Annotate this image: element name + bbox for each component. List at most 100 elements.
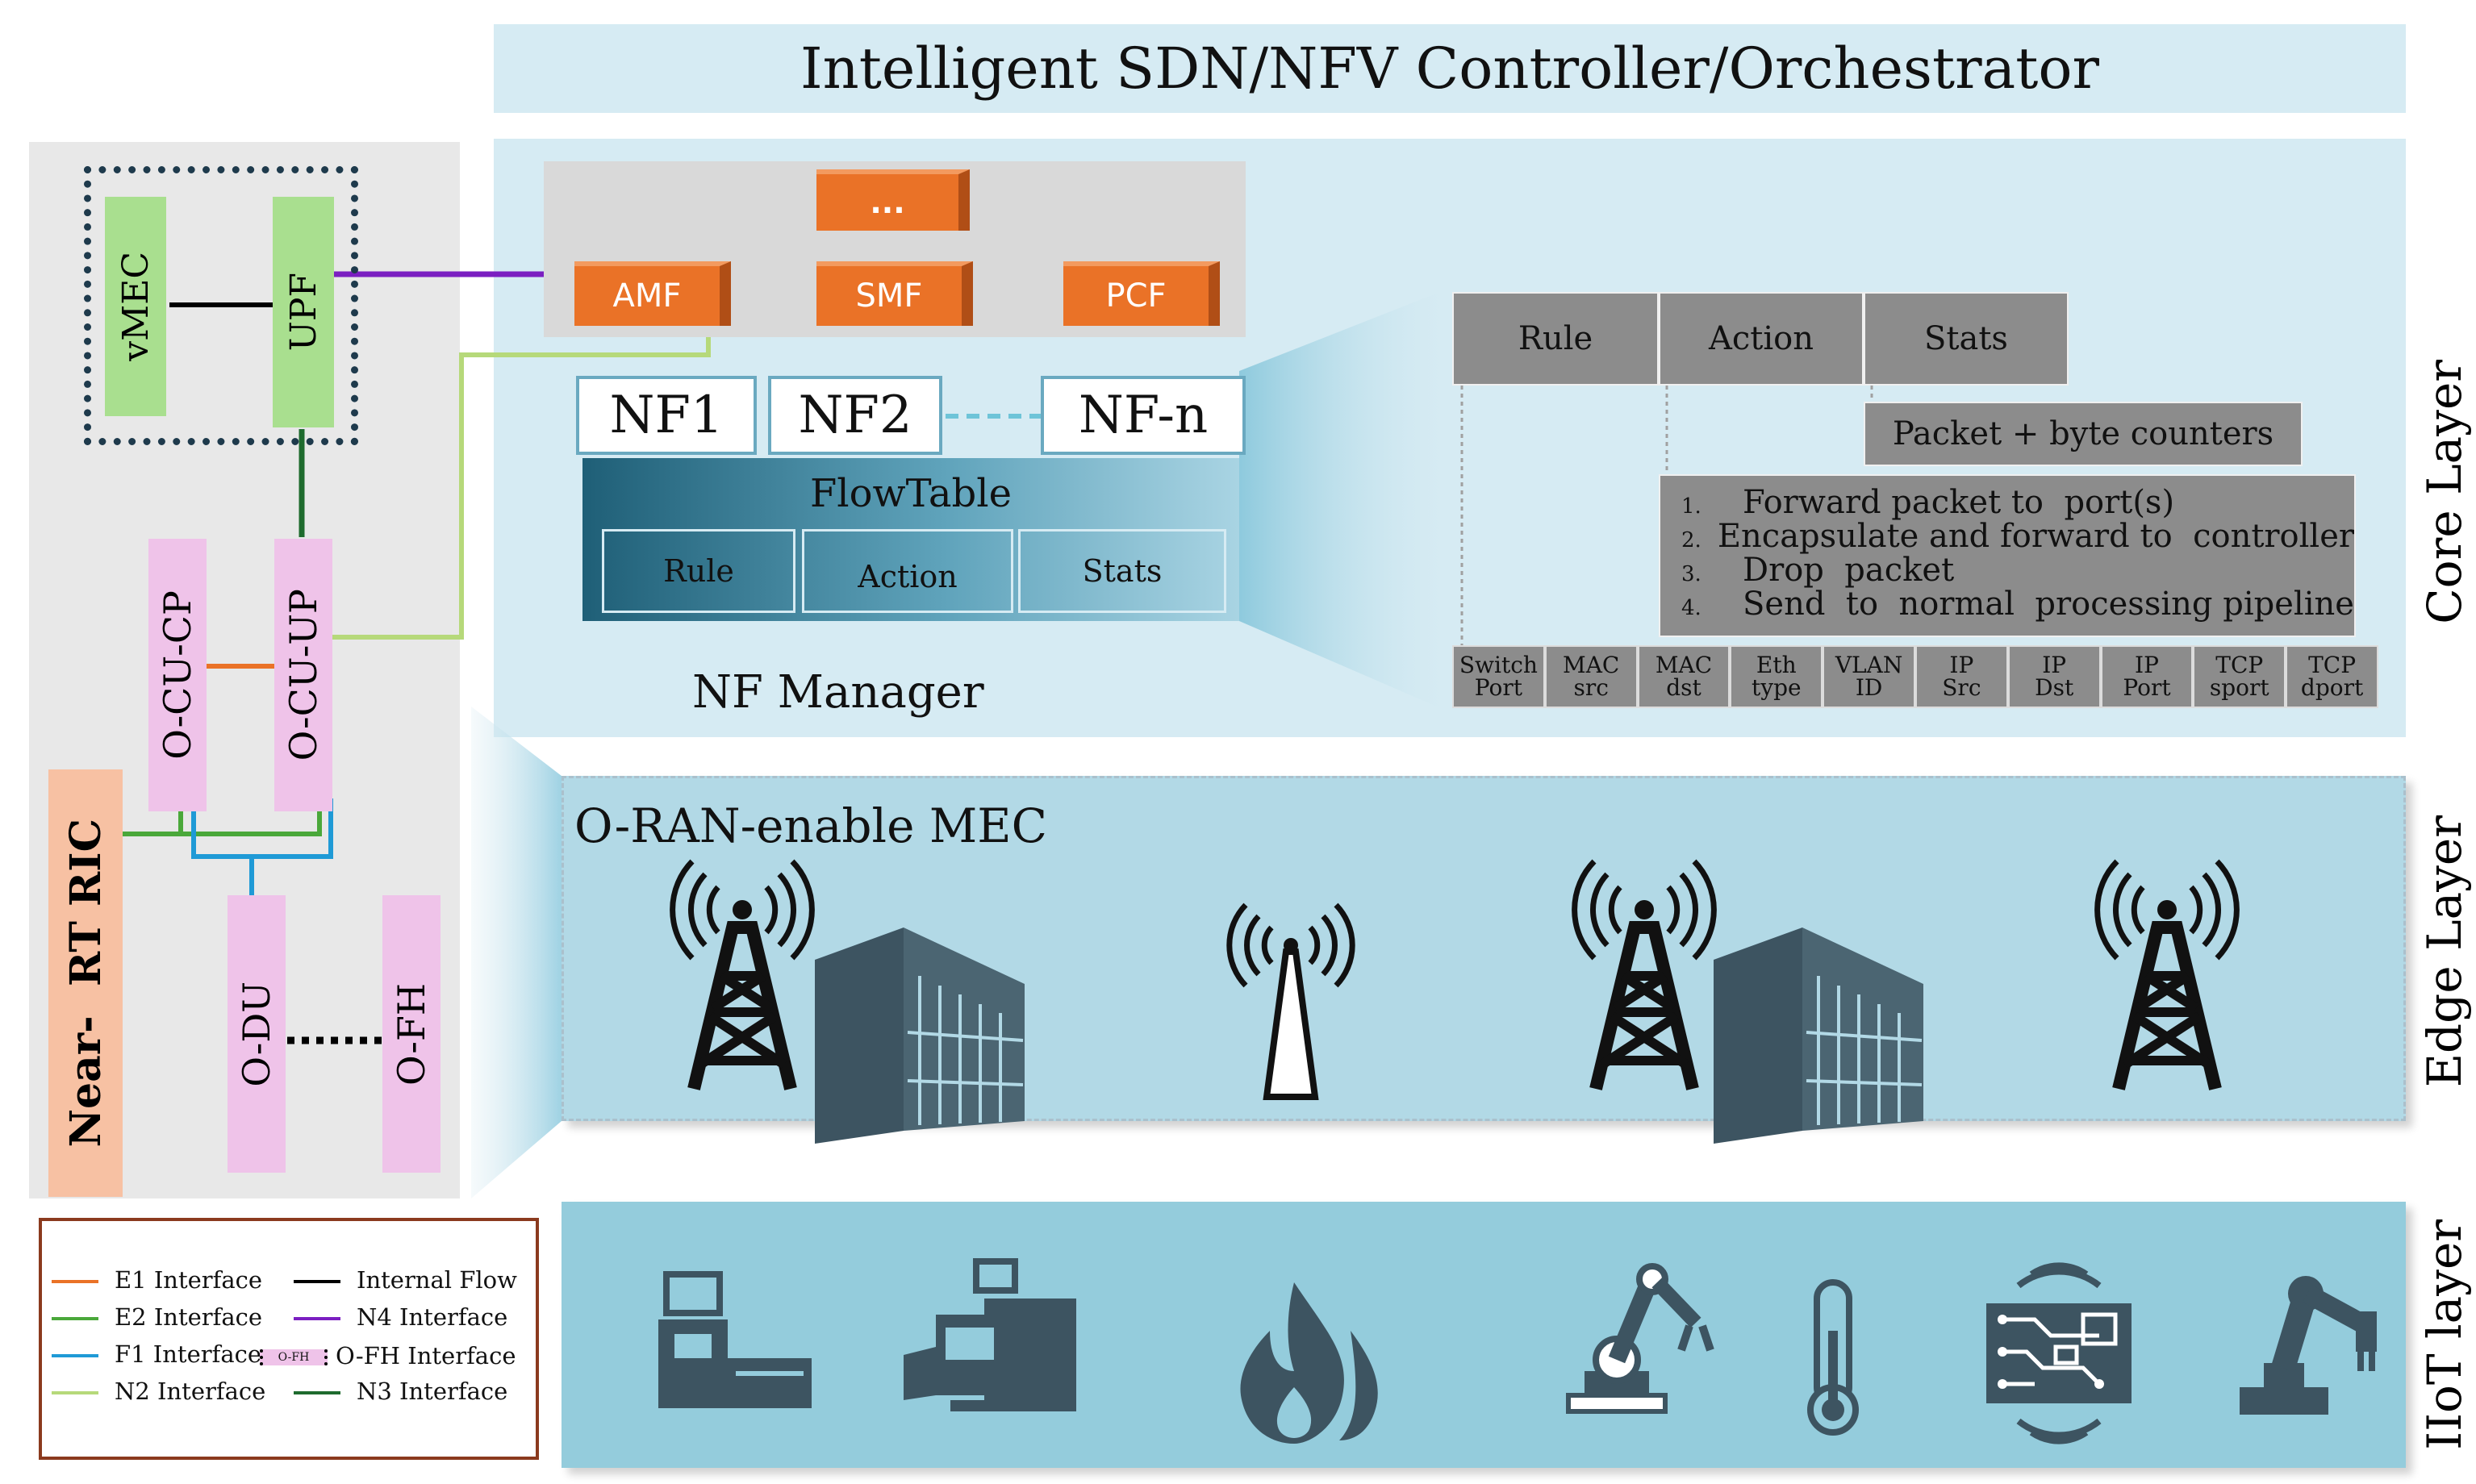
more-functions-box: ...	[816, 169, 970, 231]
legend-box: E1 Interface E2 Interface F1 Interface N…	[39, 1218, 539, 1460]
circuit-board-icon	[1986, 1262, 2132, 1444]
flowtable-rule-cell: Rule	[602, 529, 795, 613]
legend-item: N2 Interface	[52, 1378, 265, 1405]
legend-label: O-FH Interface	[336, 1342, 516, 1369]
legend-item: N4 Interface	[294, 1303, 507, 1331]
robot-arm-icon	[2240, 1276, 2377, 1415]
action-text: Send to normal processing pipeline	[1743, 586, 2354, 623]
legend-swatch	[294, 1391, 340, 1394]
more-functions-label: ...	[870, 185, 905, 220]
legend-label: N4 Interface	[357, 1303, 508, 1331]
action-num: 3.	[1681, 562, 1701, 586]
cell-tower-icon	[2094, 859, 2240, 1090]
detail-stats-cell: Stats	[1864, 292, 2069, 386]
server-rack-icon	[815, 928, 1025, 1144]
near-rt-ric-box: Near- RT RIC	[48, 769, 123, 1197]
header-field-bottom: sport	[2209, 674, 2269, 701]
legend-label: N3 Interface	[357, 1378, 508, 1405]
server-rack-icon	[1714, 928, 1923, 1144]
mec-group-box	[84, 166, 358, 445]
pcf-label: PCF	[1105, 277, 1167, 315]
header-field-bottom: ID	[1855, 674, 1883, 701]
core-layer-label: Core Layer	[2417, 360, 2472, 624]
odu-box: O-DU	[228, 895, 286, 1173]
header-field-top: IP	[1949, 652, 1974, 678]
ofh-box: O-FH	[382, 895, 441, 1173]
header-field-top: MAC	[1655, 652, 1713, 678]
header-field-bottom: dst	[1666, 674, 1701, 701]
robot-arm-icon	[1566, 1263, 1714, 1414]
action-item: 3. Drop packet	[1681, 552, 2354, 589]
title-text: Intelligent SDN/NFV Controller/Orchestra…	[800, 35, 2099, 102]
flowtable-box	[582, 458, 1239, 621]
amf-box: AMF	[574, 261, 731, 326]
flowtable-stats-cell: Stats	[1018, 529, 1226, 613]
antenna-icon	[1226, 902, 1355, 1100]
smf-label: SMF	[855, 277, 923, 315]
action-text: Drop packet	[1743, 552, 1955, 589]
header-field-bottom: Port	[1474, 674, 1522, 701]
n2-line	[332, 331, 711, 640]
nf2-box: NF2	[768, 376, 942, 455]
header-field-bottom: Port	[2123, 674, 2171, 701]
legend-item: Internal Flow	[294, 1266, 517, 1294]
nf-manager-label: NF Manager	[692, 666, 984, 719]
nfn-box: NF-n	[1041, 376, 1246, 455]
upf-box: UPF	[273, 197, 334, 427]
flowtable-action-cell: Action	[802, 529, 1013, 613]
pcf-box: PCF	[1063, 261, 1220, 326]
detail-rule-cell: Rule	[1452, 292, 1659, 386]
header-field-bottom: Src	[1942, 674, 1981, 701]
legend-label: Internal Flow	[357, 1266, 517, 1294]
edge-zoom-funnel	[471, 707, 562, 1198]
f1-line	[191, 798, 333, 859]
legend-label: E1 Interface	[115, 1266, 263, 1294]
action-item: 1. Forward packet to port(s)	[1681, 484, 2354, 521]
legend-label: E2 Interface	[115, 1303, 263, 1331]
title-bar: Intelligent SDN/NFV Controller/Orchestra…	[494, 24, 2406, 113]
legend-label: F1 Interface	[115, 1340, 262, 1368]
action-item: 4. Send to normal processing pipeline	[1681, 586, 2354, 623]
header-field-bottom: type	[1752, 674, 1802, 701]
legend-label: N2 Interface	[115, 1378, 266, 1405]
nf1-label: NF1	[609, 386, 724, 445]
action-num: 1.	[1681, 494, 1701, 519]
legend-swatch	[52, 1280, 98, 1283]
legend-item: E1 Interface	[52, 1266, 262, 1294]
ocu-cp-box: O-CU-CP	[148, 539, 207, 811]
header-field-top: Switch	[1459, 652, 1538, 678]
nf2-label: NF2	[798, 386, 912, 445]
nf1-box: NF1	[576, 376, 757, 455]
header-field-top: TCP	[2215, 652, 2264, 678]
legend-swatch	[294, 1317, 340, 1320]
core-layer-label-wrap: Core Layer	[2412, 306, 2476, 677]
legend-swatch	[52, 1317, 98, 1320]
nfn-label: NF-n	[1078, 386, 1209, 445]
edge-layer-label-wrap: Edge Layer	[2412, 798, 2476, 1105]
ocu-up-box: O-CU-UP	[274, 539, 332, 811]
cell-tower-icon	[1572, 859, 1717, 1090]
legend-swatch	[52, 1354, 98, 1357]
vmec-box: vMEC	[105, 197, 166, 416]
zoom-funnel	[1239, 290, 1444, 710]
legend-item: F1 Interface	[52, 1340, 261, 1368]
thermometer-icon	[1807, 1279, 1859, 1436]
header-field-top: MAC	[1563, 652, 1620, 678]
header-field-top: IP	[2042, 652, 2067, 678]
detail-action-cell: Action	[1659, 292, 1864, 386]
action-num: 2.	[1681, 528, 1701, 552]
action-num: 4.	[1681, 596, 1701, 620]
legend-swatch	[294, 1280, 340, 1283]
edge-layer-label: Edge Layer	[2417, 815, 2472, 1088]
legend-item: E2 Interface	[52, 1303, 262, 1331]
